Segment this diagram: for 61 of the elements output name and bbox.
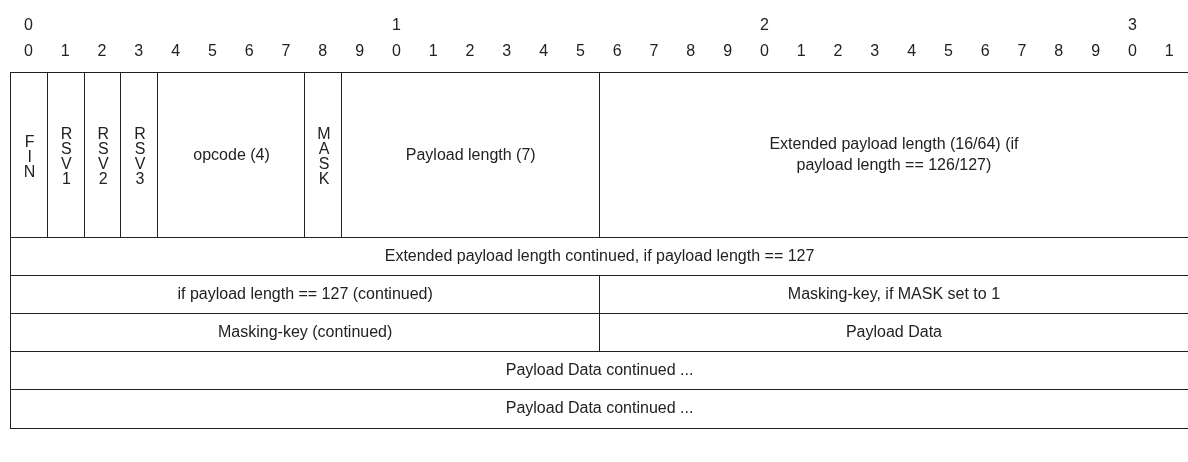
bit-number: 8 bbox=[1053, 42, 1065, 60]
field-name: if payload length == 127 (continued) bbox=[177, 284, 433, 305]
bit-number: 0 bbox=[22, 42, 34, 60]
bit-number: 6 bbox=[243, 42, 255, 60]
bit-number: 1 bbox=[795, 42, 807, 60]
field-name: MASK bbox=[315, 125, 332, 186]
bit-number: 1 bbox=[390, 16, 402, 34]
bit-number: 3 bbox=[1126, 16, 1138, 34]
bit-number: 0 bbox=[1126, 42, 1138, 60]
bit-number: 0 bbox=[22, 16, 34, 34]
field-name: RSV2 bbox=[94, 125, 111, 186]
bit-field-cell bbox=[341, 72, 601, 239]
bit-number: 5 bbox=[942, 42, 954, 60]
bit-number: 1 bbox=[427, 42, 439, 60]
bit-number: 2 bbox=[96, 42, 108, 60]
bit-number: 1 bbox=[59, 42, 71, 60]
bit-field-cell bbox=[304, 72, 343, 239]
bit-number: 9 bbox=[354, 42, 366, 60]
field-name: Extended payload length (16/64) (if payload length == 126/127) bbox=[768, 134, 1020, 176]
bit-number: 3 bbox=[869, 42, 881, 60]
field-name: Payload length (7) bbox=[405, 144, 536, 165]
bit-number: 1 bbox=[1163, 42, 1175, 60]
bit-number: 9 bbox=[1090, 42, 1102, 60]
field-name: Payload Data continued ... bbox=[505, 360, 694, 381]
bit-field-cell bbox=[10, 351, 1188, 391]
field-name: opcode (4) bbox=[193, 144, 270, 165]
bit-number: 8 bbox=[685, 42, 697, 60]
bit-field-cell bbox=[10, 275, 601, 315]
field-name: Masking-key, if MASK set to 1 bbox=[787, 284, 1001, 305]
bit-number: 4 bbox=[906, 42, 918, 60]
bit-number: 3 bbox=[501, 42, 513, 60]
bit-number: 3 bbox=[133, 42, 145, 60]
bit-field-cell bbox=[10, 72, 49, 239]
field-name: RSV3 bbox=[131, 125, 148, 186]
bit-field-cell bbox=[10, 389, 1188, 429]
bit-number: 5 bbox=[206, 42, 218, 60]
bit-number: 6 bbox=[611, 42, 623, 60]
bit-number: 2 bbox=[464, 42, 476, 60]
bit-number: 2 bbox=[758, 16, 770, 34]
field-name: Masking-key (continued) bbox=[218, 322, 393, 343]
bit-number: 0 bbox=[758, 42, 770, 60]
bit-field-cell bbox=[10, 237, 1188, 277]
bit-number: 9 bbox=[722, 42, 734, 60]
bit-number: 7 bbox=[648, 42, 660, 60]
bit-number: 6 bbox=[979, 42, 991, 60]
bit-field-cell bbox=[10, 313, 601, 353]
bit-number: 4 bbox=[170, 42, 182, 60]
bit-number: 8 bbox=[317, 42, 329, 60]
field-name: Extended payload length continued, if payload length == 127 bbox=[384, 246, 815, 267]
bit-field-cell bbox=[157, 72, 306, 239]
bit-number: 7 bbox=[280, 42, 292, 60]
bit-number: 0 bbox=[390, 42, 402, 60]
bit-number: 4 bbox=[538, 42, 550, 60]
bit-number: 5 bbox=[574, 42, 586, 60]
bit-number: 2 bbox=[832, 42, 844, 60]
bit-field-cell bbox=[120, 72, 159, 239]
field-name: Payload Data continued ... bbox=[505, 398, 694, 419]
field-name: RSV1 bbox=[57, 125, 74, 186]
bit-number: 7 bbox=[1016, 42, 1028, 60]
field-name: FIN bbox=[21, 132, 38, 178]
field-name: Payload Data bbox=[845, 322, 942, 343]
